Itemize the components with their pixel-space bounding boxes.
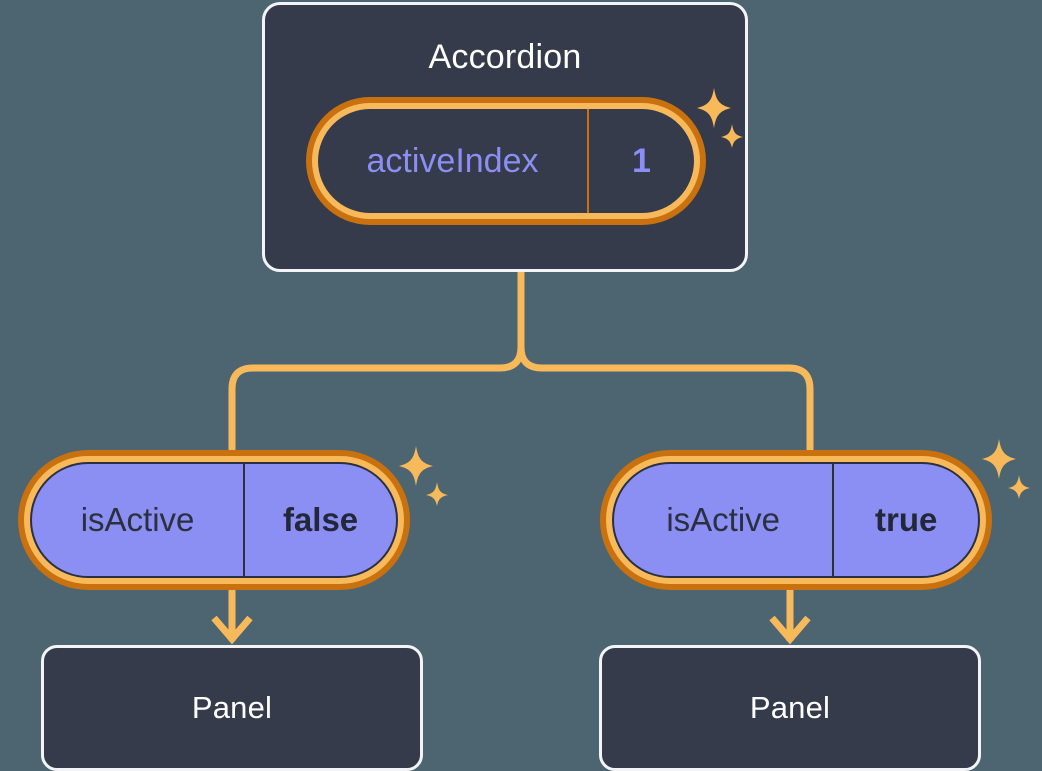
accordion-title: Accordion (428, 38, 582, 76)
panel-component-card-right[interactable]: Panel (599, 645, 981, 771)
panel-component-card-left[interactable]: Panel (41, 645, 423, 771)
tree-branch-connector (228, 268, 525, 454)
state-key-label: activeIndex (318, 109, 589, 213)
tree-branch-connector-right (517, 268, 814, 454)
state-key-label: isActive (614, 464, 835, 576)
state-pill-inner-ring: activeIndex 1 (312, 103, 700, 219)
state-value-label: false (282, 501, 359, 538)
arrow-down-icon-right (769, 588, 811, 645)
state-value-label: true (875, 501, 938, 538)
state-pill-body: isActive false (30, 462, 398, 578)
state-pill-inner-ring: isActive false (24, 456, 404, 584)
panel-title: Panel (191, 690, 273, 725)
state-pill-is-active-false[interactable]: isActive false (18, 450, 410, 590)
state-pill-inner-ring: isActive true (606, 456, 986, 584)
state-pill-active-index[interactable]: activeIndex 1 (306, 97, 706, 225)
state-pill-body: activeIndex 1 (318, 109, 694, 213)
state-pill-is-active-true[interactable]: isActive true (600, 450, 992, 590)
state-value-label: 1 (632, 141, 651, 180)
state-pill-body: isActive true (612, 462, 980, 578)
panel-title: Panel (749, 690, 831, 725)
arrow-down-icon-left (211, 588, 253, 645)
state-key-label: isActive (32, 464, 246, 576)
